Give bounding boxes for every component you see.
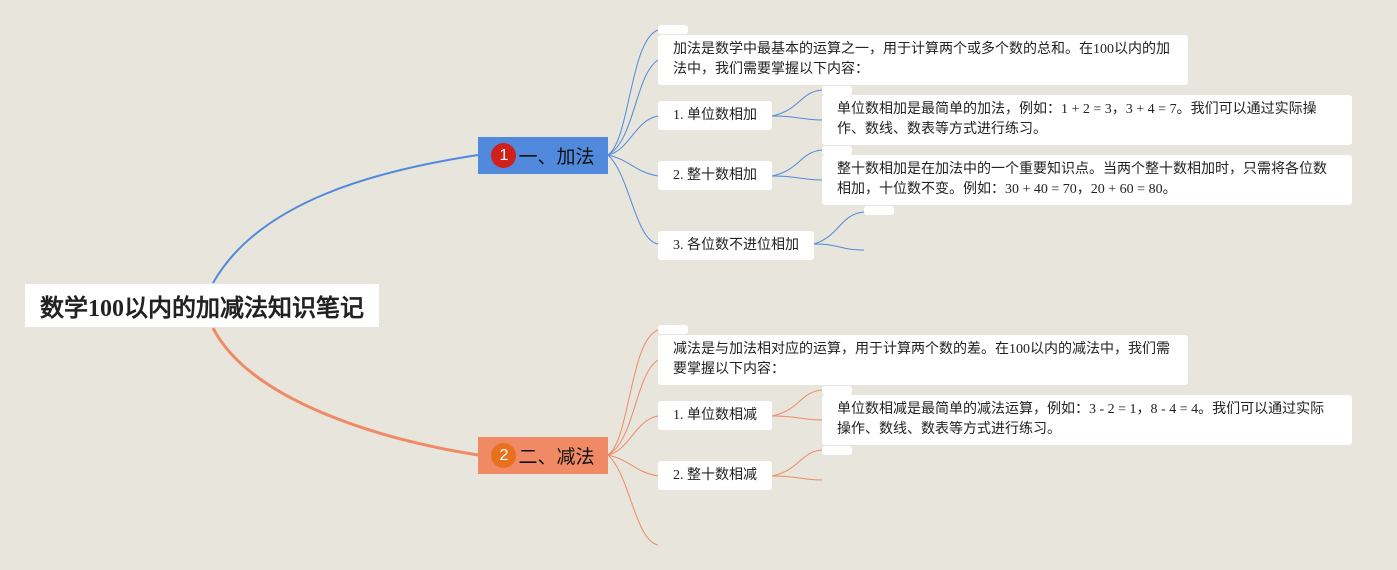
root-title: 数学100以内的加减法知识笔记 bbox=[40, 296, 364, 322]
subtraction-item-2-label: 2. 整十数相减 bbox=[673, 467, 757, 483]
branch-addition[interactable]: 1 一、加法 bbox=[478, 137, 608, 174]
empty-node-stub[interactable] bbox=[822, 146, 852, 155]
empty-node-stub[interactable] bbox=[658, 25, 688, 34]
empty-node-stub[interactable] bbox=[864, 206, 894, 215]
subtraction-item-1-label: 1. 单位数相减 bbox=[673, 407, 757, 423]
addition-item-1[interactable]: 1. 单位数相加 bbox=[658, 101, 772, 130]
link-root-sub bbox=[211, 327, 479, 457]
addition-intro-node[interactable]: 加法是数学中最基本的运算之一，用于计算两个或多个数的总和。在100以内的加法中，… bbox=[658, 35, 1188, 85]
subtraction-item-2[interactable]: 2. 整十数相减 bbox=[658, 461, 772, 490]
addition-item-2-detail[interactable]: 整十数相加是在加法中的一个重要知识点。当两个整十数相加时，只需将各位数相加，十位… bbox=[822, 155, 1352, 205]
empty-node-stub[interactable] bbox=[658, 325, 688, 334]
subtraction-intro-node[interactable]: 减法是与加法相对应的运算，用于计算两个数的差。在100以内的减法中，我们需要掌握… bbox=[658, 335, 1188, 385]
empty-node-stub[interactable] bbox=[822, 386, 852, 395]
addition-item-1-detail-text: 单位数相加是最简单的加法，例如：1 + 2 = 3，3 + 4 = 7。我们可以… bbox=[837, 102, 1317, 137]
addition-intro-text: 加法是数学中最基本的运算之一，用于计算两个或多个数的总和。在100以内的加法中，… bbox=[673, 42, 1170, 77]
subtraction-intro-text: 减法是与加法相对应的运算，用于计算两个数的差。在100以内的减法中，我们需要掌握… bbox=[673, 342, 1170, 377]
addition-item-2[interactable]: 2. 整十数相加 bbox=[658, 161, 772, 190]
priority-1-icon: 1 bbox=[491, 143, 517, 168]
branch-subtraction[interactable]: 2 二、减法 bbox=[478, 437, 608, 474]
root-topic[interactable]: 数学100以内的加减法知识笔记 bbox=[25, 284, 379, 327]
empty-node-stub[interactable] bbox=[822, 86, 852, 95]
subtraction-item-1[interactable]: 1. 单位数相减 bbox=[658, 401, 772, 430]
branch-subtraction-label: 二、减法 bbox=[518, 447, 595, 468]
priority-2-icon: 2 bbox=[491, 443, 517, 468]
branch-addition-label: 一、加法 bbox=[518, 147, 595, 168]
subtraction-item-1-detail-text: 单位数相减是最简单的减法运算，例如：3 - 2 = 1，8 - 4 = 4。我们… bbox=[837, 402, 1325, 437]
addition-item-2-detail-text: 整十数相加是在加法中的一个重要知识点。当两个整十数相加时，只需将各位数相加，十位… bbox=[837, 162, 1327, 197]
addition-item-3-label: 3. 各位数不进位相加 bbox=[673, 237, 799, 253]
addition-item-3[interactable]: 3. 各位数不进位相加 bbox=[658, 231, 814, 260]
link-root-add bbox=[212, 154, 479, 284]
addition-item-1-detail[interactable]: 单位数相加是最简单的加法，例如：1 + 2 = 3，3 + 4 = 7。我们可以… bbox=[822, 95, 1352, 145]
subtraction-item-1-detail[interactable]: 单位数相减是最简单的减法运算，例如：3 - 2 = 1，8 - 4 = 4。我们… bbox=[822, 395, 1352, 445]
add-child-links bbox=[607, 29, 865, 251]
addition-item-1-label: 1. 单位数相加 bbox=[673, 107, 757, 123]
empty-node-stub[interactable] bbox=[822, 446, 852, 455]
sub-child-links bbox=[607, 329, 823, 546]
addition-item-2-label: 2. 整十数相加 bbox=[673, 167, 757, 183]
